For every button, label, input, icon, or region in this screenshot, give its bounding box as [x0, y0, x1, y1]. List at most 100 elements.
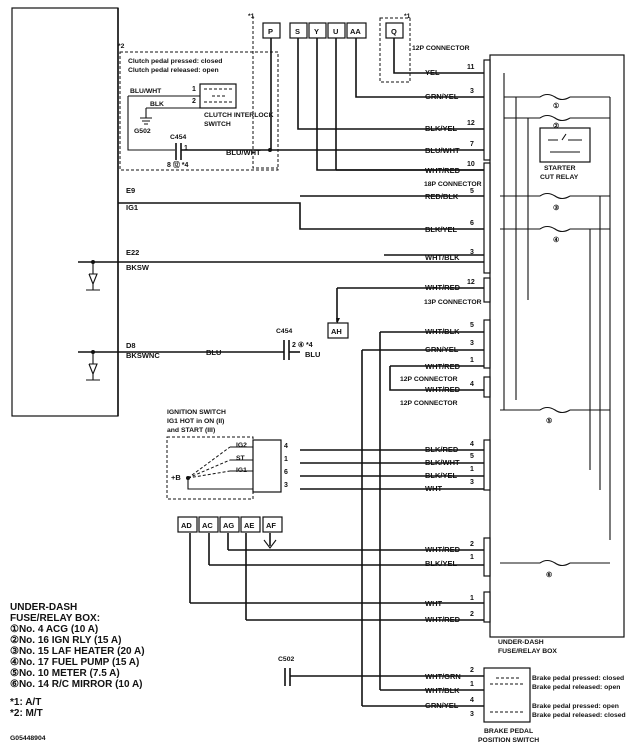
legend-item-1: ①No. 4 ACG (10 A) [10, 624, 98, 635]
c454-top-pins: 8 ⑫ *4 [167, 160, 189, 169]
starter-cut-relay-icon [539, 127, 591, 163]
wire-blu-wht-clutch: BLU/WHT [130, 88, 162, 95]
signal-bkswnc: BKSWNC [126, 351, 160, 360]
fuse-legend: UNDER-DASH FUSE/RELAY BOX: ①No. 4 ACG (1… [10, 602, 145, 742]
diagram-id: G05448904 [10, 735, 46, 742]
wire-wht-grn: WHT/GRN [425, 672, 461, 681]
pin-d8: D8 [126, 341, 136, 350]
connector-af-label: AF [266, 521, 276, 530]
right-wires [189, 169, 484, 706]
ground-icon [140, 108, 152, 125]
connector-ae [240, 516, 261, 533]
ign-pin-6: 6 [284, 469, 288, 476]
connector-ag-label: AG [223, 521, 234, 530]
fuse-box-label-2: FUSE/RELAY BOX [498, 648, 557, 655]
pin-6a: 6 [470, 220, 474, 227]
brake-note-1: Brake pedal pressed: closed [532, 675, 624, 682]
wire-blu-d8: BLU [206, 348, 221, 357]
resistor-ground-icon [86, 352, 100, 381]
pin-1b: 1 [470, 466, 474, 473]
pin-e9: E9 [126, 186, 135, 195]
under-dash-fuse-relay-box: UNDER-DASH FUSE/RELAY BOX STARTER CUT RE… [489, 54, 625, 655]
c454-top-pin: 1 [184, 145, 188, 152]
clutch-interlock-switch: *2 Clutch pedal pressed: closed Clutch p… [118, 43, 484, 171]
pin-2a: 2 [470, 541, 474, 548]
connector-c454-mid: C454 2 ④ *4 BLU [276, 328, 320, 360]
pin-7: 7 [470, 141, 474, 148]
connector-s-label: S [295, 27, 300, 36]
connector-ae-label: AE [244, 521, 254, 530]
clutch-note-pressed: Clutch pedal pressed: closed [128, 58, 222, 65]
ign-title-2: IG1 HOT in ON (II) [167, 418, 224, 425]
pin-11: 11 [467, 64, 475, 71]
note-star2: *2 [118, 43, 125, 50]
connector-u-label: U [333, 27, 338, 36]
top-connector-tabs: *1 P S Y U AA *1 Q [248, 13, 411, 169]
wire-blu-wht-c454: BLU/WHT [226, 148, 261, 157]
ecm-terminal-e22: E22 BKSW [78, 248, 484, 291]
pin-3c: 3 [470, 340, 474, 347]
clutch-switch-label-1: CLUTCH INTERLOCK [204, 112, 274, 119]
right-wire-labels: YEL 11 GRN/YEL 3 BLK/YEL 12 BLU/WHT 7 WH… [400, 64, 482, 624]
pin-10: 10 [467, 161, 475, 168]
legend-title-2: FUSE/RELAY BOX: [10, 613, 100, 624]
ecm-box [11, 7, 119, 417]
wire-blu-c454: BLU [305, 350, 320, 359]
pin-5c: 5 [470, 453, 474, 460]
clutch-pin-1: 1 [192, 86, 196, 93]
connector-y-label: Y [314, 27, 319, 36]
wire-blk-yel-4: BLK/YEL [425, 559, 458, 568]
ground-g502: G502 [134, 128, 151, 135]
connector-ac-label: AC [202, 521, 213, 530]
fuse-5-number: ⑤ [546, 417, 552, 425]
wire-blk-yel-1: BLK/YEL [425, 124, 458, 133]
conn-18p: 18P CONNECTOR [424, 181, 482, 188]
wire-wht-blk-1: WHT/BLK [425, 253, 460, 262]
clutch-switch-label-2: SWITCH [204, 121, 231, 128]
wire-yel: YEL [425, 68, 440, 77]
pin-5b: 5 [470, 322, 474, 329]
connector-ad-label: AD [181, 521, 192, 530]
wire-wht-blk-3: WHT/BLK [425, 686, 460, 695]
connector-q-label: Q [391, 27, 397, 36]
fuse-2-icon [539, 114, 571, 122]
connector-p-label: P [268, 27, 273, 36]
brake-pin-2: 2 [470, 667, 474, 674]
ign-title-3: and START (III) [167, 427, 215, 434]
wire-grn-yel-3: GRN/YEL [425, 701, 459, 710]
pin-3d: 3 [470, 479, 474, 486]
conn-12p-top: 12P CONNECTOR [412, 45, 470, 52]
ignition-switch: IGNITION SWITCH IG1 HOT in ON (II) and S… [166, 409, 288, 500]
brake-pedal-position-switch: WHT/GRN 2 WHT/BLK 1 GRN/YEL 4 3 Brake pe… [425, 667, 626, 744]
connector-ac [198, 516, 219, 533]
legend-item-5: ⑤No. 10 METER (7.5 A) [10, 668, 120, 679]
c502-label: C502 [278, 656, 294, 663]
pin-1d: 1 [470, 595, 474, 602]
conn-13p: 13P CONNECTOR [424, 299, 482, 306]
ign-ig2: IG2 [236, 442, 247, 449]
fuse-1-icon [539, 93, 571, 101]
ign-pin-3: 3 [284, 482, 288, 489]
c454-mid-label: C454 [276, 328, 292, 335]
legend-title-1: UNDER-DASH [10, 602, 77, 613]
connector-ag [219, 516, 240, 533]
pin-1c: 1 [470, 554, 474, 561]
starter-relay-label-1: STARTER [544, 165, 576, 172]
brake-pin-3: 3 [470, 711, 474, 718]
legend-item-6: ⑥No. 14 R/C MIRROR (10 A) [10, 679, 143, 690]
signal-ig1: IG1 [126, 203, 138, 212]
brake-switch-label-1: BRAKE PEDAL [484, 728, 533, 735]
pin-5a: 5 [470, 188, 474, 195]
pin-e22: E22 [126, 248, 139, 257]
pin-3a: 3 [470, 88, 474, 95]
pin-12b: 12 [467, 279, 475, 286]
fuse-3-number: ③ [553, 204, 559, 212]
connector-aa-label: AA [350, 27, 361, 36]
pin-12a: 12 [467, 120, 475, 127]
fuse-2-number: ② [553, 122, 559, 130]
brake-pin-4: 4 [470, 697, 474, 704]
fuse-6-icon [539, 559, 571, 567]
connector-ah: AH [327, 322, 349, 339]
pin-2b: 2 [470, 611, 474, 618]
